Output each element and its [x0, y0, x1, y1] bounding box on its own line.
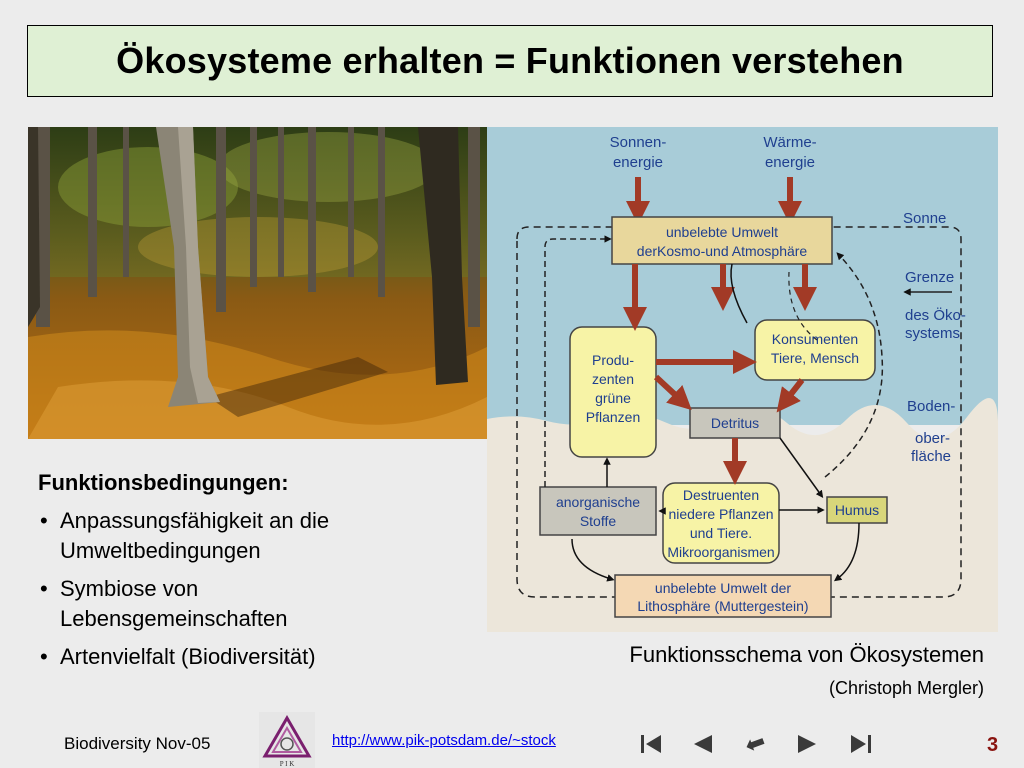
- pik-logo-icon: P I K: [259, 712, 315, 768]
- diagram-caption: Funktionsschema von Ökosystemen: [629, 642, 984, 667]
- destruents-4: Mikroorganismen: [667, 544, 774, 560]
- play-back-icon: [694, 735, 712, 753]
- condition-line: Lebensgemeinschaften: [60, 606, 288, 631]
- condition-item: Anpassungsfähigkeit an die Umweltbedingu…: [38, 506, 478, 566]
- abiotic-bottom-1: unbelebte Umwelt der: [655, 580, 792, 596]
- forest-photo: [28, 127, 487, 439]
- footer-link[interactable]: http://www.pik-potsdam.de/~stock: [332, 732, 556, 749]
- nav-last-button[interactable]: [846, 730, 876, 758]
- nav-first-button[interactable]: [636, 730, 666, 758]
- condition-line: Umweltbedingungen: [60, 538, 261, 563]
- label-sun: Sonne: [903, 210, 946, 227]
- nav-prev-button[interactable]: [688, 730, 718, 758]
- producers-2: zenten: [592, 371, 634, 387]
- play-icon: [798, 735, 816, 753]
- destruents-3: und Tiere.: [690, 525, 752, 541]
- label-heat-energy-1: Wärme-: [763, 134, 816, 151]
- nav-next-button[interactable]: [792, 730, 822, 758]
- conditions-block: Funktionsbedingungen: Anpassungsfähigkei…: [38, 470, 478, 680]
- detritus-label: Detritus: [711, 415, 759, 431]
- label-heat-energy-2: energie: [765, 154, 815, 171]
- humus-label: Humus: [835, 502, 879, 518]
- destruents-1: Destruenten: [683, 487, 759, 503]
- condition-item: Artenvielfalt (Biodiversität): [38, 642, 478, 672]
- label-ground-3: fläche: [911, 448, 951, 465]
- consumers-2: Tiere, Mensch: [771, 350, 859, 366]
- skip-forward-icon: [851, 735, 871, 753]
- producers-3: grüne: [595, 390, 631, 406]
- label-ground-2: ober-: [915, 430, 950, 447]
- return-icon: [746, 738, 765, 751]
- slide-title: Ökosysteme erhalten = Funktionen versteh…: [116, 40, 904, 81]
- diagram-author: (Christoph Mergler): [828, 678, 984, 698]
- footer-event: Biodiversity Nov-05: [64, 734, 211, 753]
- conditions-list: Anpassungsfähigkeit an die Umweltbedingu…: [38, 506, 478, 672]
- label-sun-energy-2: energie: [613, 154, 663, 171]
- condition-item: Symbiose von Lebensgemeinschaften: [38, 574, 478, 634]
- condition-line: Symbiose von: [60, 576, 199, 601]
- ecosystem-diagram: Sonnen- energie Wärme- energie Sonne Gre…: [487, 127, 998, 632]
- abiotic-top-2: derKosmo-und Atmosphäre: [637, 243, 808, 259]
- label-boundary-1: Grenze: [905, 269, 954, 286]
- logo-text: P I K: [280, 760, 295, 768]
- nav-return-button[interactable]: [740, 730, 770, 758]
- label-boundary-2: des Öko-: [905, 306, 966, 324]
- abiotic-bottom-2: Lithosphäre (Muttergestein): [637, 598, 808, 614]
- inorganic-1: anorganische: [556, 494, 640, 510]
- producers-1: Produ-: [592, 352, 634, 368]
- producers-4: Pflanzen: [586, 409, 640, 425]
- skip-back-icon: [641, 735, 661, 753]
- label-boundary-3: systems: [905, 325, 960, 342]
- page-number: 3: [987, 734, 999, 756]
- destruents-2: niedere Pflanzen: [668, 506, 773, 522]
- condition-line: Artenvielfalt (Biodiversität): [60, 644, 316, 669]
- title-box: Ökosysteme erhalten = Funktionen versteh…: [27, 25, 993, 97]
- abiotic-top-1: unbelebte Umwelt: [666, 224, 778, 240]
- condition-line: Anpassungsfähigkeit an die: [60, 508, 330, 533]
- label-ground-1: Boden-: [907, 398, 955, 415]
- conditions-heading: Funktionsbedingungen:: [38, 470, 289, 495]
- inorganic-2: Stoffe: [580, 513, 617, 529]
- label-sun-energy-1: Sonnen-: [610, 134, 667, 151]
- consumers-1: Konsumenten: [772, 331, 858, 347]
